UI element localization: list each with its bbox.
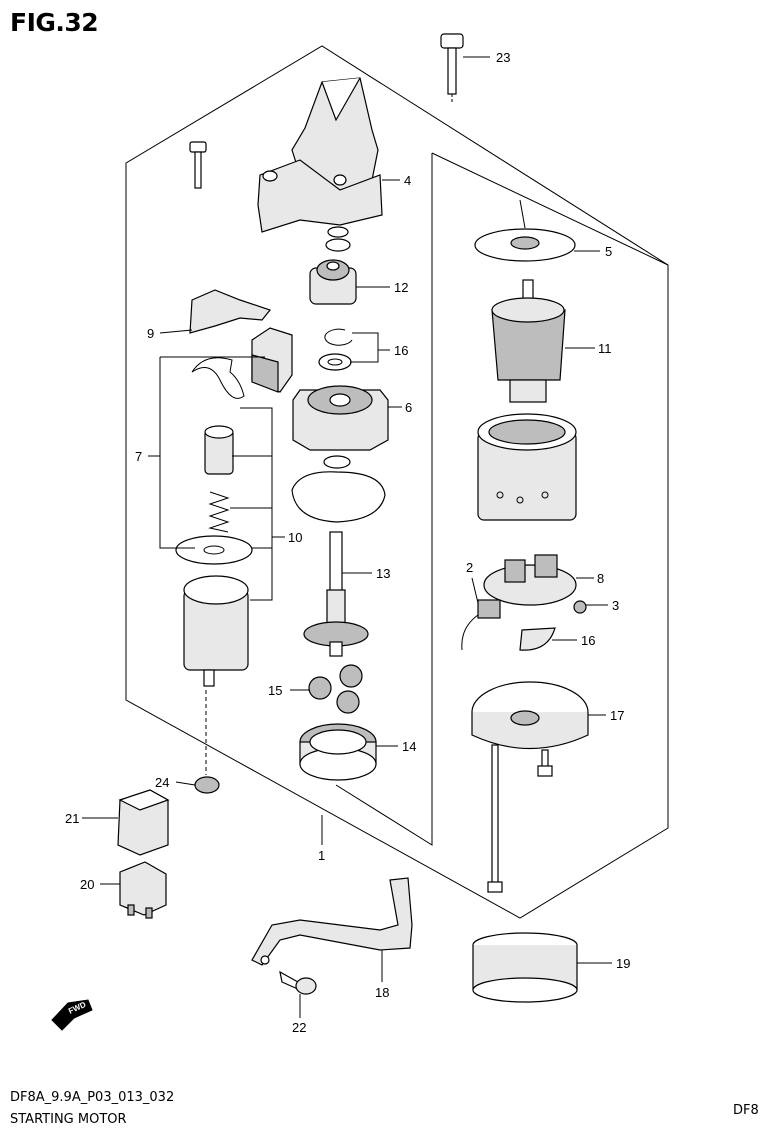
callout-1: 1 — [318, 848, 325, 863]
relay-20[interactable] — [119, 861, 167, 919]
rubber-band-19[interactable] — [472, 932, 578, 1003]
drive-shaft-13[interactable] — [303, 531, 369, 657]
subassembly-frame — [335, 153, 433, 846]
motor-body[interactable] — [183, 575, 249, 687]
gasket — [291, 471, 386, 523]
gear-housing-6[interactable] — [292, 385, 389, 451]
nut-24[interactable] — [194, 776, 220, 794]
callout-23: 23 — [496, 50, 510, 65]
callout-3: 3 — [612, 598, 619, 613]
assembly-frame — [125, 45, 669, 919]
callout-16-right: 16 — [581, 633, 595, 648]
callout-15: 15 — [268, 683, 282, 698]
callout-19: 19 — [616, 956, 630, 971]
callout-4: 4 — [404, 173, 411, 188]
end-cover-screw[interactable] — [537, 749, 553, 777]
bolt-22[interactable] — [279, 970, 317, 995]
o-ring — [325, 238, 351, 252]
figure-title: FIG.32 — [10, 8, 99, 37]
o-ring — [327, 226, 349, 238]
callout-16-center: 16 — [394, 343, 408, 358]
gasket-ring — [323, 455, 351, 469]
callout-10: 10 — [288, 530, 302, 545]
callout-21: 21 — [65, 811, 79, 826]
through-bolt-23[interactable] — [440, 33, 464, 104]
return-spring — [208, 491, 230, 533]
callout-8: 8 — [597, 571, 604, 586]
armature-11[interactable] — [491, 279, 566, 403]
washer-plate-5[interactable] — [474, 228, 576, 262]
fwd-direction-icon: FWD — [51, 999, 93, 1031]
yoke-housing[interactable] — [477, 413, 577, 521]
callout-24: 24 — [155, 775, 169, 790]
callout-5: 5 — [605, 244, 612, 259]
callout-6: 6 — [405, 400, 412, 415]
switch-mount-bolt[interactable] — [189, 141, 207, 189]
callout-9: 9 — [147, 326, 154, 341]
long-bolt[interactable] — [487, 744, 503, 893]
pinion-12[interactable] — [309, 259, 357, 305]
washer-16[interactable] — [318, 353, 352, 371]
brush-2[interactable] — [461, 599, 501, 651]
bracket-18[interactable] — [251, 877, 413, 966]
planetary-gears-15[interactable] — [308, 664, 363, 714]
callout-17: 17 — [610, 708, 624, 723]
internal-gear-14[interactable] — [299, 723, 377, 781]
snap-ring-16[interactable] — [324, 328, 353, 346]
callout-7: 7 — [135, 449, 142, 464]
nut-3[interactable] — [573, 600, 587, 614]
end-plate — [175, 535, 253, 565]
plunger-7[interactable] — [251, 327, 293, 393]
relay-cover-21[interactable] — [117, 789, 170, 856]
footer-figure-name: STARTING MOTOR — [10, 1112, 127, 1127]
contact-plug — [204, 425, 234, 475]
washer-16-right[interactable] — [519, 627, 556, 651]
callout-22: 22 — [292, 1020, 306, 1035]
shift-lever-9[interactable] — [189, 289, 272, 334]
brush-holder-8[interactable] — [483, 554, 577, 606]
callout-2: 2 — [466, 560, 473, 575]
callout-11: 11 — [598, 341, 612, 356]
callout-13: 13 — [376, 566, 390, 581]
footer-right-code: DF8 — [733, 1103, 759, 1118]
footer-figure-code: DF8A_9.9A_P03_013_032 — [10, 1090, 175, 1105]
callout-18: 18 — [375, 985, 389, 1000]
callout-12: 12 — [394, 280, 408, 295]
spring-clip — [191, 357, 245, 399]
magnetic-switch-4[interactable] — [257, 77, 383, 233]
callout-20: 20 — [80, 877, 94, 892]
callout-14: 14 — [402, 739, 416, 754]
end-cover-17[interactable] — [471, 681, 589, 750]
